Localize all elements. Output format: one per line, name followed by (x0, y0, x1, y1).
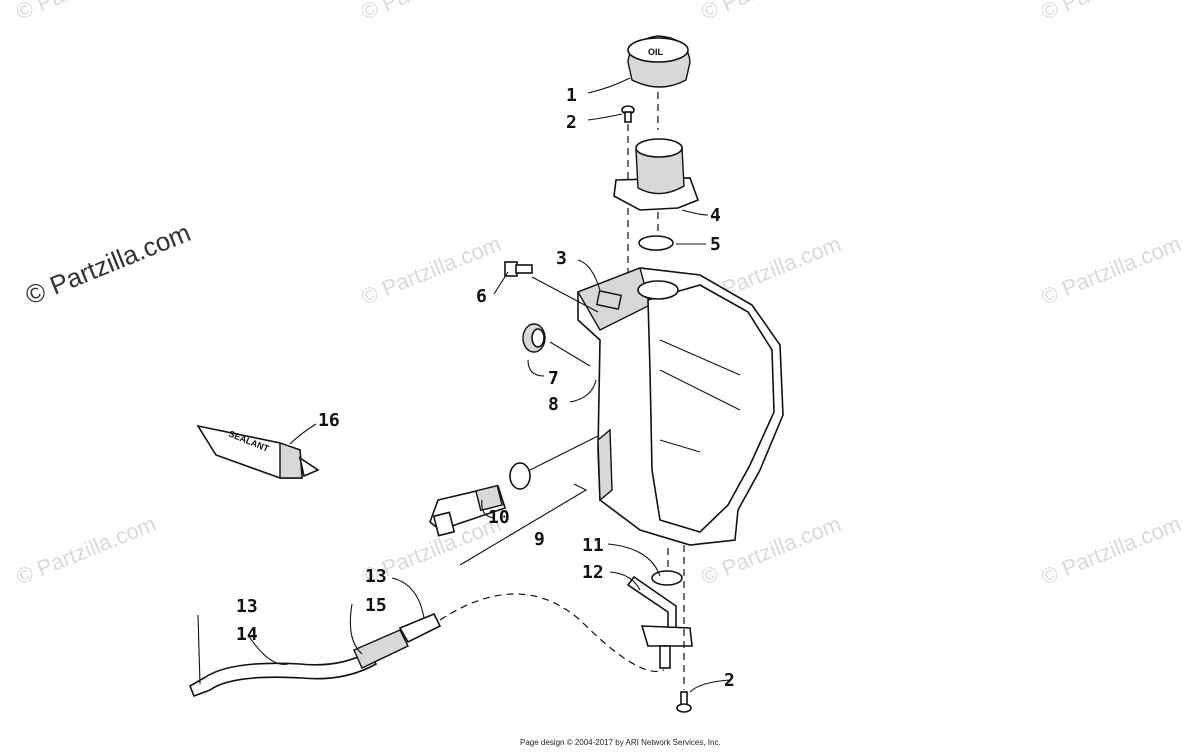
hose-routing-line (439, 593, 665, 672)
watermark: © Partzilla.com (1038, 0, 1185, 25)
o-ring-lower (651, 570, 683, 586)
callout-2-lower: 2 (724, 670, 735, 691)
watermark: © Partzilla.com (698, 0, 845, 25)
pickup-pipe (626, 575, 693, 669)
sensor-assembly (429, 462, 531, 537)
hose-assembly (188, 612, 442, 698)
callout-4: 4 (710, 205, 721, 226)
callout-5: 5 (710, 234, 721, 255)
o-ring (638, 235, 674, 251)
sealant-tube: SEALANT (196, 424, 320, 479)
callout-8: 8 (548, 394, 559, 415)
watermark: © Partzilla.com (13, 511, 160, 590)
watermark-main: © Partzilla.com (21, 217, 195, 310)
leader-line (549, 341, 591, 367)
callout-1: 1 (566, 85, 577, 106)
callout-14: 14 (236, 624, 258, 645)
filler-neck (613, 138, 700, 211)
callout-13-upper: 13 (365, 566, 387, 587)
callout-12: 12 (582, 562, 604, 583)
watermark: © Partzilla.com (13, 0, 160, 25)
oil-tank (576, 267, 784, 546)
leader-line (529, 435, 599, 471)
callout-16: 16 (318, 410, 340, 431)
watermark: © Partzilla.com (1038, 231, 1185, 310)
grommet (522, 323, 546, 353)
watermark: © Partzilla.com (358, 0, 505, 25)
callout-11: 11 (582, 535, 604, 556)
bolt (504, 261, 533, 277)
oil-cap: OIL (627, 35, 691, 88)
screw-top (621, 105, 635, 123)
screw-bottom (676, 691, 692, 713)
callout-layer: 1 2 3 4 5 6 7 8 9 10 11 12 13 13 14 15 1… (236, 85, 735, 691)
callout-2: 2 (566, 112, 577, 133)
watermark: © Partzilla.com (1038, 511, 1185, 590)
callout-9: 9 (534, 529, 545, 550)
callout-15: 15 (365, 595, 387, 616)
cap-label: OIL (648, 47, 664, 57)
leader-line (459, 483, 588, 566)
callout-10: 10 (488, 507, 510, 528)
leader-lines (197, 77, 731, 693)
callout-6: 6 (476, 286, 487, 307)
callout-13-lower: 13 (236, 596, 258, 617)
leader-line (531, 276, 599, 313)
footer-credit: Page design © 2004-2017 by ARI Network S… (520, 738, 721, 747)
callout-7: 7 (548, 368, 559, 389)
callout-3: 3 (556, 248, 567, 269)
